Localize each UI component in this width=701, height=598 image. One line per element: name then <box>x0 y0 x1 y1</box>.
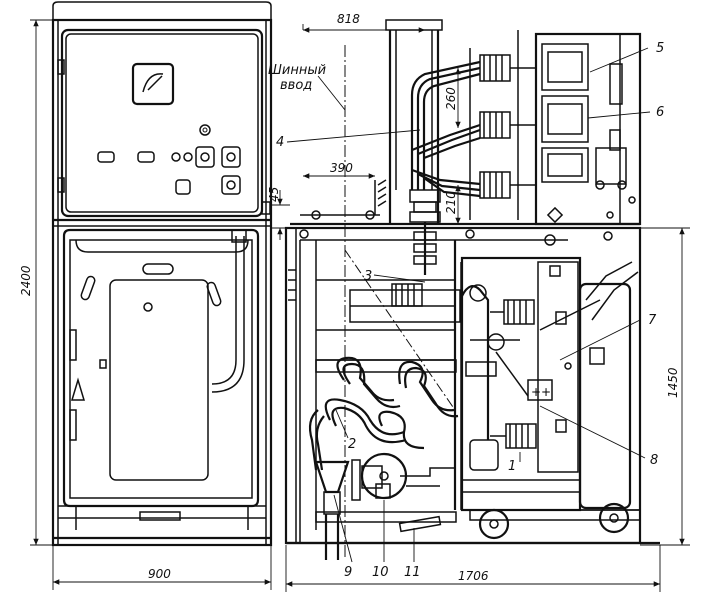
front-dimensions <box>30 19 272 590</box>
dim-45: 45 <box>267 187 281 202</box>
callout-5: 5 <box>656 41 664 56</box>
dim-210: 210 <box>444 191 458 214</box>
callout-7: 7 <box>648 313 657 328</box>
earthing-switch <box>351 452 455 501</box>
callout-11: 11 <box>404 565 421 580</box>
truck-wheels <box>469 502 641 540</box>
lower-door <box>62 228 260 508</box>
dim-1706: 1706 <box>458 569 489 583</box>
drive-mechanism <box>539 261 639 510</box>
side-view: + + <box>284 19 660 560</box>
bushings <box>479 54 536 199</box>
bushing-insulator <box>409 189 441 275</box>
dim-260: 260 <box>444 87 458 110</box>
cable-loops <box>308 356 459 471</box>
drawing-text: Шинный ввод 818 390 45 260 210 2400 1450… <box>19 12 680 583</box>
busbars <box>410 60 481 198</box>
callout-6: 6 <box>656 105 664 120</box>
withdrawable-truck: + + <box>460 256 582 512</box>
callout-9: 9 <box>344 565 352 580</box>
callout-2: 2 <box>348 437 356 452</box>
side-dimensions <box>272 24 690 592</box>
meter-icon <box>131 62 175 106</box>
callout-4: 4 <box>276 135 284 150</box>
bus-input-label-line2: ввод <box>280 78 312 93</box>
dim-1450: 1450 <box>666 367 680 398</box>
svg-text:+: + <box>541 385 551 399</box>
relay-door <box>57 28 271 218</box>
front-view <box>51 1 273 547</box>
callout-8: 8 <box>650 453 658 468</box>
bus-input-label-line1: Шинный <box>268 63 326 78</box>
relay-compartment <box>534 32 642 226</box>
svg-text:+: + <box>531 385 541 399</box>
dim-818: 818 <box>337 12 360 26</box>
callout-1: 1 <box>508 459 516 474</box>
leader-lines <box>286 47 651 563</box>
callout-10: 10 <box>372 565 389 580</box>
dim-390: 390 <box>330 161 353 175</box>
callout-3: 3 <box>364 269 372 284</box>
dim-900: 900 <box>148 567 171 581</box>
dim-2400: 2400 <box>19 265 33 296</box>
